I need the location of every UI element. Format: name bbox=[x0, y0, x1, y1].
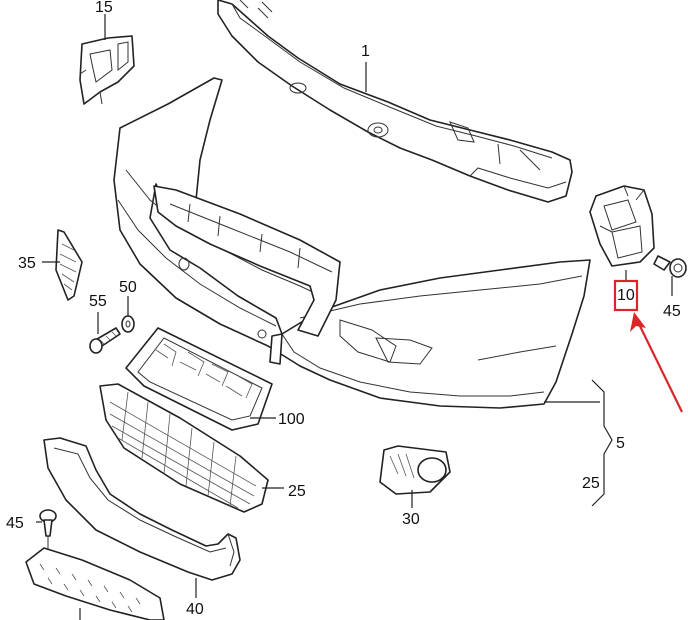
part-washer bbox=[121, 315, 135, 333]
leader-lines bbox=[36, 14, 673, 598]
callout-35: 35 bbox=[18, 255, 36, 272]
part-lower-grille bbox=[99, 383, 269, 513]
part-clip-left bbox=[39, 509, 57, 552]
callout-50: 50 bbox=[119, 279, 137, 296]
part-inner-trim bbox=[153, 185, 341, 337]
callout-1: 1 bbox=[361, 43, 370, 60]
callout-25-right: 25 bbox=[582, 475, 600, 492]
highlight-arrow-head bbox=[630, 312, 646, 332]
part-bracket-left bbox=[79, 35, 135, 105]
highlight-arrow-line bbox=[637, 321, 683, 413]
callout-100: 100 bbox=[278, 411, 305, 428]
part-lower-frame bbox=[43, 437, 241, 581]
callout-15: 15 bbox=[95, 0, 113, 16]
callouts: 15 1 35 55 50 10 45 100 5 25 25 30 45 40 bbox=[6, 0, 681, 618]
part-plate-holder bbox=[125, 327, 273, 431]
highlight-annotation bbox=[613, 279, 683, 413]
part-screw-right bbox=[653, 255, 687, 278]
callout-30: 30 bbox=[402, 511, 420, 528]
callout-55: 55 bbox=[89, 293, 107, 310]
part-underbody-shield bbox=[25, 547, 165, 620]
callout-45-left: 45 bbox=[6, 515, 24, 532]
part-fog-grille bbox=[379, 445, 451, 495]
part-bumper-carrier bbox=[217, 0, 573, 203]
part-bracket-right bbox=[589, 185, 655, 267]
callout-45-right: 45 bbox=[663, 303, 681, 320]
callout-25: 25 bbox=[288, 483, 306, 500]
callout-5: 5 bbox=[616, 435, 625, 452]
part-bolt bbox=[89, 327, 121, 354]
callout-10: 10 bbox=[617, 287, 635, 304]
highlight-box bbox=[613, 279, 639, 312]
part-side-trim bbox=[55, 229, 83, 301]
callout-40: 40 bbox=[186, 601, 204, 618]
